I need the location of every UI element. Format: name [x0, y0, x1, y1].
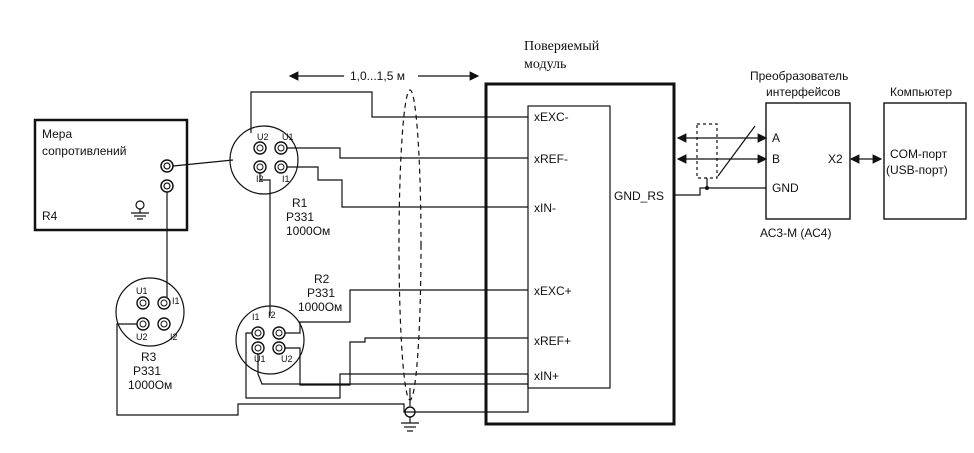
- r1-pin-u1: U1: [282, 132, 294, 142]
- pin-xref-plus: xREF+: [534, 334, 571, 348]
- measure-title-line1: Мера: [42, 127, 72, 141]
- r3-pin-u1: U1: [136, 286, 148, 296]
- r1-name: R1: [292, 196, 308, 210]
- pin-xref-minus: xREF-: [534, 152, 568, 166]
- wires: [116, 91, 766, 416]
- cable-ground-icon: [401, 388, 419, 432]
- converter-title-line2: интерфейсов: [766, 85, 840, 99]
- rs485-lines: [676, 123, 768, 190]
- r2-value: 1000Ом: [298, 300, 342, 314]
- r3-pin-i2: I2: [170, 332, 178, 342]
- pin-xexc-plus: xEXC+: [534, 284, 572, 298]
- r2-pin-i1: I1: [252, 312, 260, 322]
- r3-pin-i1: I1: [172, 296, 180, 306]
- cable-length-dimension: 1,0...1,5 м: [288, 69, 480, 83]
- pin-xin-minus: xIN-: [534, 201, 556, 215]
- cable-length-label: 1,0...1,5 м: [350, 69, 405, 83]
- r2-pin-u1: U1: [254, 354, 266, 364]
- converter-model: АС3-М (АС4): [760, 226, 831, 240]
- r1-pin-u2: U2: [257, 132, 269, 142]
- module-title-line2: модуль: [524, 57, 566, 72]
- r3-model: Р331: [133, 364, 161, 378]
- r1-pin-i1: I1: [282, 174, 290, 184]
- computer-port-line1: COM-порт: [890, 147, 948, 161]
- measure-title-line2: сопротивлений: [42, 144, 126, 158]
- resistor-r3: U1 I1 U2 I2: [115, 277, 185, 347]
- r3-value: 1000Ом: [128, 378, 172, 392]
- r2-pin-i2: I2: [268, 310, 276, 320]
- measure-label: R4: [42, 209, 58, 223]
- measure-ground-icon: [131, 200, 149, 220]
- r2-model: Р331: [307, 286, 335, 300]
- converter-pin-gnd: GND: [772, 181, 799, 195]
- computer-title: Компьютер: [890, 85, 952, 99]
- resistor-r1: U2 U1 I2 I1: [229, 125, 299, 195]
- converter-pin-x2: X2: [828, 152, 843, 166]
- converter-pin-a: A: [772, 131, 780, 145]
- measure-terminal-lower: [160, 179, 174, 193]
- r2-pin-u2: U2: [281, 354, 293, 364]
- measure-terminal-upper: [160, 159, 174, 173]
- computer-port-line2: (USB-порт): [886, 163, 948, 177]
- module-terminal-block: [527, 105, 611, 389]
- pin-xin-plus: xIN+: [534, 369, 559, 383]
- r2-name: R2: [314, 272, 330, 286]
- pin-gnd-rs: GND_RS: [614, 189, 664, 203]
- pin-xexc-minus: xEXC-: [534, 110, 569, 124]
- module-title-line1: Поверяемый: [524, 39, 600, 54]
- computer-box: [883, 102, 967, 220]
- measure-box: [33, 118, 189, 232]
- converter-pin-b: B: [772, 152, 780, 166]
- r1-value: 1000Ом: [286, 224, 330, 238]
- converter-title-line1: Преобразователь: [750, 69, 848, 83]
- module-box: [484, 82, 676, 426]
- r3-pin-u2: U2: [136, 332, 148, 342]
- r1-model: Р331: [286, 210, 314, 224]
- cable-ellipse: [398, 89, 422, 401]
- r3-name: R3: [141, 350, 157, 364]
